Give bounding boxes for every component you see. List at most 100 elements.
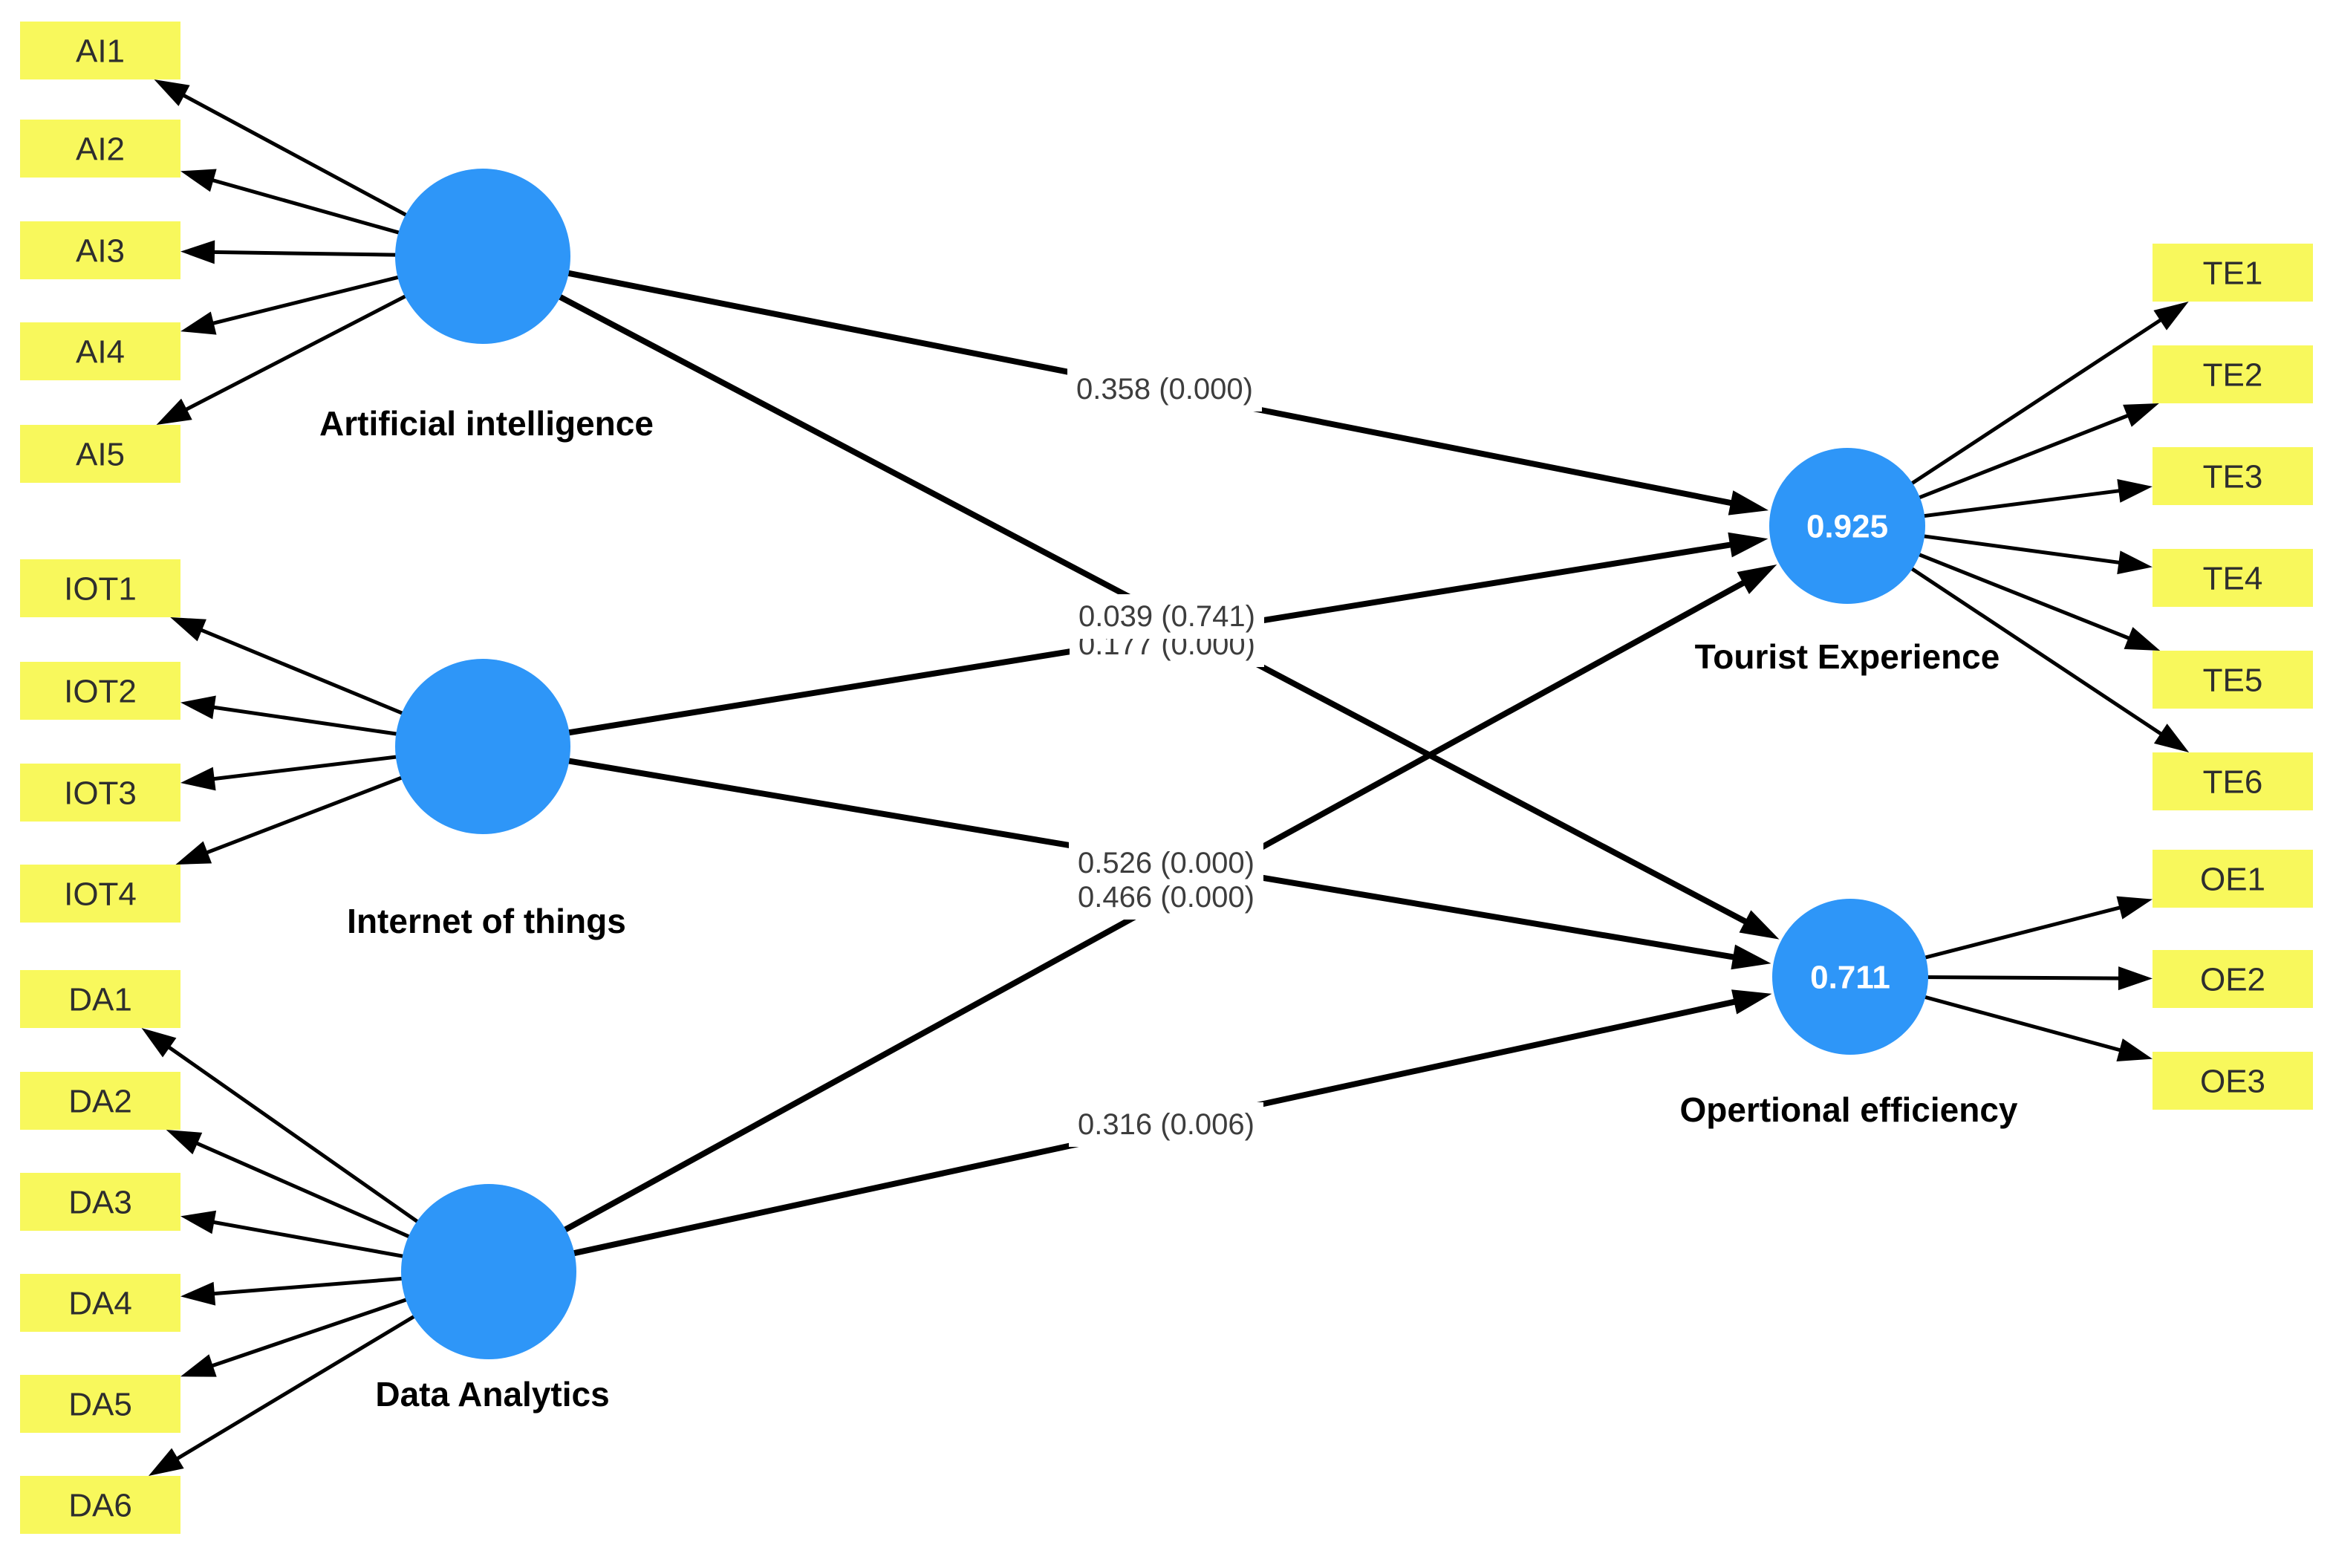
indicator-box-AI5 bbox=[20, 425, 180, 483]
indicator-box-OE2 bbox=[2153, 950, 2313, 1008]
indicator-box-IOT1 bbox=[20, 559, 180, 617]
indicator-box-AI2 bbox=[20, 120, 180, 178]
indicator-box-TE4 bbox=[2153, 549, 2313, 607]
indicator-arrowhead-IOT3 bbox=[180, 767, 216, 791]
construct-name: Artificial intelligence bbox=[319, 404, 654, 443]
indicator-box-OE3 bbox=[2153, 1052, 2313, 1110]
indicator-arrowhead-IOT2 bbox=[180, 695, 216, 720]
path-coefficient-label: 0.039 (0.741) bbox=[1078, 600, 1255, 633]
path-label-bg bbox=[1067, 367, 1262, 411]
indicator-box-DA4 bbox=[20, 1274, 180, 1332]
indicator-arrowhead-AI5 bbox=[156, 398, 192, 425]
path-arrowhead-DA-OE bbox=[1731, 989, 1772, 1015]
indicator-label: TE6 bbox=[2203, 764, 2263, 800]
construct-circle-AI bbox=[395, 169, 570, 344]
path-label-bg bbox=[1070, 594, 1264, 639]
indicator-arrowhead-DA2 bbox=[166, 1130, 203, 1155]
indicator-arrowhead-TE6 bbox=[2153, 723, 2190, 752]
indicator-label: DA5 bbox=[68, 1386, 132, 1422]
path-label-IOT-OE: 0.526 (0.000) bbox=[1069, 841, 1263, 885]
path-coefficient-label: 0.316 (0.006) bbox=[1078, 1108, 1255, 1141]
indicator-box-TE3 bbox=[2153, 447, 2313, 505]
indicator-label: AI1 bbox=[76, 33, 125, 69]
construct-name: Opertional efficiency bbox=[1679, 1090, 2017, 1129]
path-label-DA-OE: 0.316 (0.006) bbox=[1069, 1102, 1263, 1147]
indicator-label: OE3 bbox=[2200, 1063, 2265, 1099]
indicator-arrowhead-DA5 bbox=[180, 1354, 217, 1377]
indicator-arrowhead-AI4 bbox=[180, 311, 217, 335]
indicator-arrowhead-DA6 bbox=[148, 1448, 184, 1476]
indicator-box-OE1 bbox=[2153, 850, 2313, 908]
indicator-label: AI3 bbox=[76, 232, 125, 269]
indicator-label: IOT4 bbox=[64, 876, 137, 912]
construct-circle-OE bbox=[1772, 899, 1928, 1055]
path-label-bg bbox=[1069, 1102, 1263, 1147]
indicator-box-TE6 bbox=[2153, 752, 2313, 810]
path-label-bg bbox=[1069, 841, 1263, 885]
indicator-boxes-layer: AI1AI2AI3AI4AI5IOT1IOT2IOT3IOT4DA1DA2DA3… bbox=[20, 22, 2313, 1534]
indicator-label: AI2 bbox=[76, 131, 125, 167]
indicator-label: AI4 bbox=[76, 334, 125, 370]
path-line-AI-OE bbox=[481, 253, 1763, 932]
indicator-arrowhead-DA4 bbox=[180, 1281, 216, 1306]
indicator-arrowhead-TE3 bbox=[2117, 478, 2153, 503]
indicator-arrowhead-IOT4 bbox=[175, 841, 212, 865]
indicator-label: OE2 bbox=[2200, 961, 2265, 998]
construct-nodes-layer: 0.925 0.711 bbox=[395, 169, 1928, 1359]
path-line-DA-TE bbox=[487, 572, 1760, 1275]
indicator-label: DA4 bbox=[68, 1285, 132, 1321]
indicator-arrowhead-TE5 bbox=[2124, 627, 2161, 651]
construct-name: Tourist Experience bbox=[1695, 637, 2000, 676]
indicator-label: DA3 bbox=[68, 1184, 132, 1220]
indicator-label: TE5 bbox=[2203, 662, 2263, 698]
indicator-box-TE1 bbox=[2153, 244, 2313, 302]
indicator-arrowhead-DA1 bbox=[141, 1028, 177, 1058]
path-arrowhead-DA-TE bbox=[1737, 564, 1777, 594]
path-coefficient-label: 0.358 (0.000) bbox=[1076, 373, 1253, 406]
indicator-arrowhead-OE2 bbox=[2118, 966, 2153, 991]
indicator-box-DA3 bbox=[20, 1173, 180, 1231]
indicator-box-DA6 bbox=[20, 1476, 180, 1534]
construct-circle-DA bbox=[401, 1184, 576, 1359]
indicator-arrowhead-DA3 bbox=[180, 1210, 217, 1234]
indicator-box-IOT4 bbox=[20, 865, 180, 923]
indicator-label: TE4 bbox=[2203, 560, 2263, 596]
indicator-label: TE1 bbox=[2203, 255, 2263, 291]
indicator-label: TE3 bbox=[2203, 458, 2263, 495]
path-arrowhead-IOT-OE bbox=[1731, 944, 1771, 970]
indicator-label: DA6 bbox=[68, 1487, 132, 1523]
construct-circle-TE bbox=[1769, 448, 1925, 604]
path-arrowhead-AI-TE bbox=[1728, 490, 1769, 515]
indicator-box-IOT3 bbox=[20, 764, 180, 822]
indicator-arrowhead-OE3 bbox=[2116, 1038, 2153, 1062]
indicator-label: IOT2 bbox=[64, 673, 137, 709]
path-arrowhead-AI-OE bbox=[1739, 910, 1780, 940]
path-coefficient-label: 0.526 (0.000) bbox=[1078, 847, 1255, 879]
path-arrowhead-IOT-TE bbox=[1728, 532, 1769, 558]
path-label-AI-OE: 0.039 (0.741) bbox=[1070, 594, 1264, 639]
indicator-arrowhead-IOT1 bbox=[170, 617, 206, 642]
indicator-box-AI1 bbox=[20, 22, 180, 79]
indicator-box-TE2 bbox=[2153, 345, 2313, 403]
construct-value: 0.925 bbox=[1806, 508, 1888, 544]
indicator-box-DA5 bbox=[20, 1375, 180, 1433]
indicator-arrowhead-AI1 bbox=[154, 79, 190, 106]
path-coefficient-label: 0.466 (0.000) bbox=[1078, 881, 1255, 914]
indicator-box-IOT2 bbox=[20, 662, 180, 720]
indicator-arrowhead-TE4 bbox=[2117, 550, 2153, 575]
path-labels-layer: 0.358 (0.000)0.177 (0.000)0.039 (0.741)0… bbox=[1067, 367, 1264, 1147]
indicator-arrowhead-OE1 bbox=[2116, 896, 2153, 920]
indicator-box-TE5 bbox=[2153, 651, 2313, 709]
indicator-arrowhead-AI3 bbox=[180, 240, 215, 264]
indicator-label: IOT3 bbox=[64, 775, 137, 811]
construct-value: 0.711 bbox=[1810, 959, 1890, 995]
construct-name: Data Analytics bbox=[375, 1375, 609, 1414]
construct-circle-IOT bbox=[395, 659, 570, 834]
indicator-arrowhead-TE1 bbox=[2153, 302, 2189, 331]
indicator-label: TE2 bbox=[2203, 357, 2263, 393]
indicator-box-DA2 bbox=[20, 1072, 180, 1130]
construct-name: Internet of things bbox=[347, 902, 626, 940]
indicator-arrowhead-TE2 bbox=[2123, 403, 2159, 427]
indicator-label: IOT1 bbox=[64, 570, 137, 607]
